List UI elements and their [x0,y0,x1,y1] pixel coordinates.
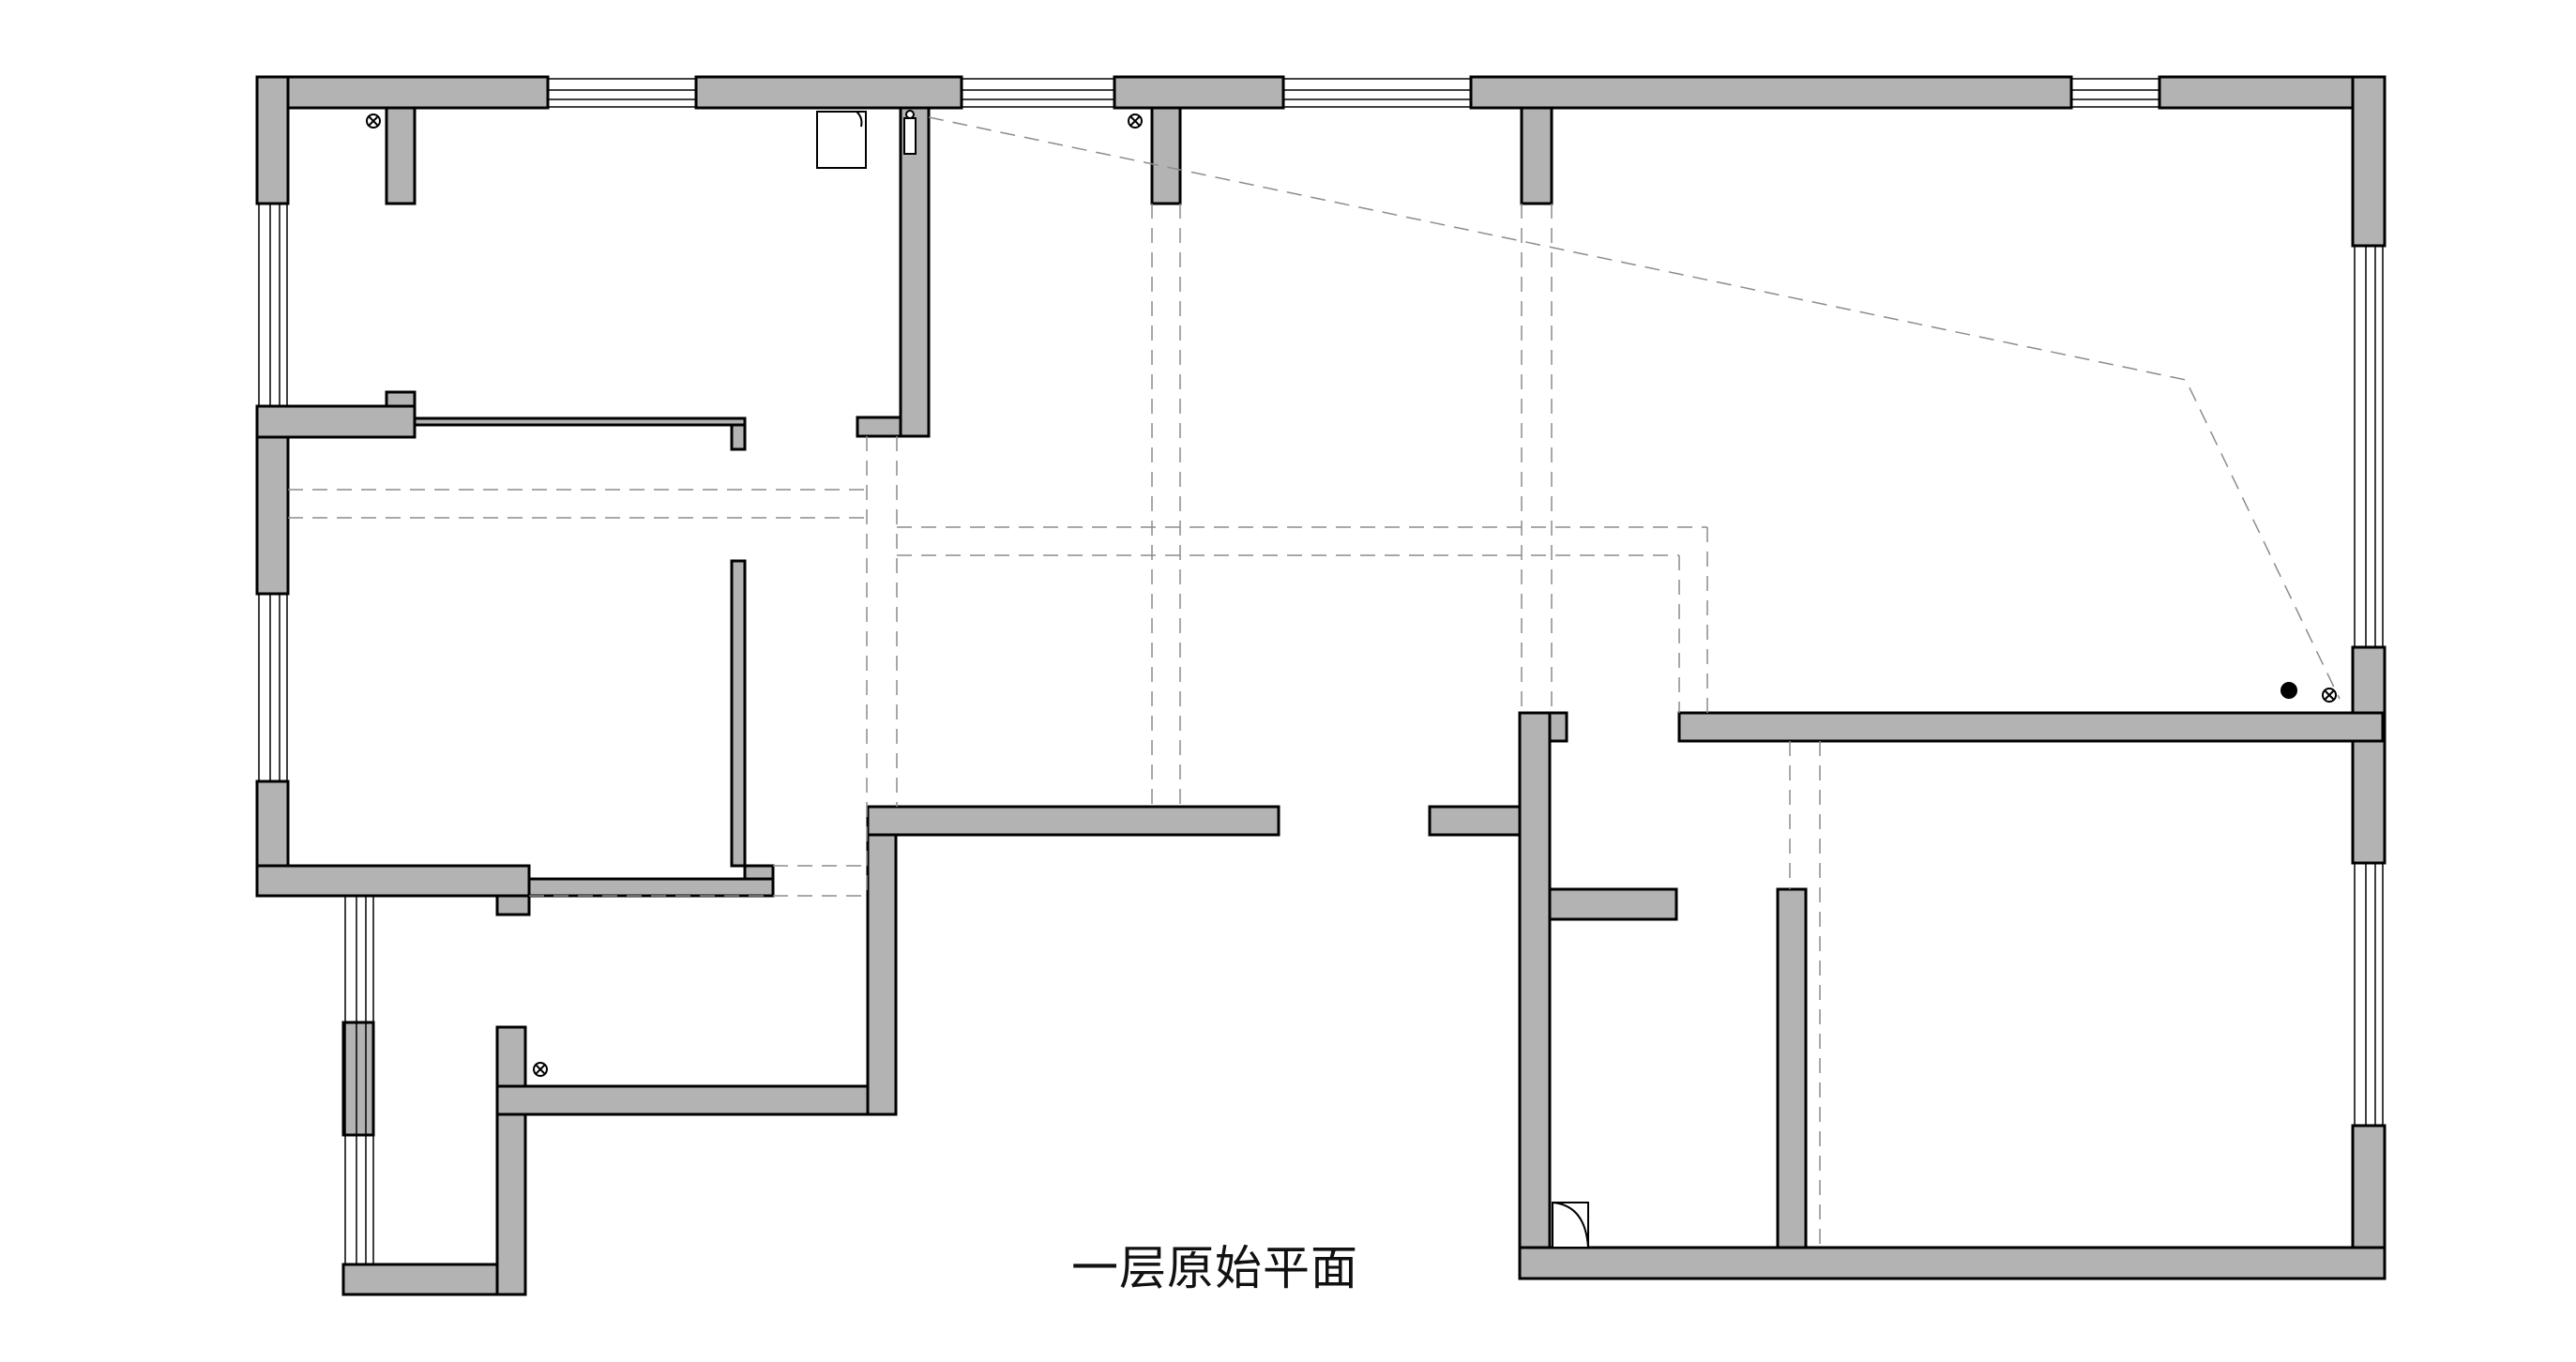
wall-thin-3 [730,559,747,868]
door-swing-symbol [817,111,863,128]
wall-right-stub [1428,805,1522,837]
cabinet-box [816,111,867,169]
wall-top-3 [1113,75,1285,110]
outlet-symbol [905,110,915,119]
smoke-detector-symbol [366,114,381,129]
wall-corridor-top [866,805,1280,837]
wall-top-4 [1469,75,2073,110]
wall-mid-top-nub [385,390,417,408]
windows [258,78,2384,1264]
wall-stub-c [856,416,902,438]
wall-block-inner [1548,887,1678,921]
wall-stub-e [1520,106,1553,205]
wall-thin-6 [1776,887,1808,1249]
wall-mid-bottom-nub [495,894,531,916]
wall-right-2 [2351,645,2387,865]
walls [255,75,2387,1296]
door-swing-symbol [1552,1202,1589,1248]
smoke-detector-symbol [1128,114,1143,129]
wall-thin-5 [527,877,775,898]
wall-stub-b [899,106,931,438]
wall-kitchen [1677,711,2385,743]
wall-corridor-left [866,805,898,1116]
wall-mid-bottom [255,864,531,898]
wall-thin-2 [730,423,747,451]
wall-balcony-right [495,1025,527,1296]
door-swing-symbol [1552,1202,1589,1248]
wall-stub-a [385,106,417,205]
smoke-detector-symbol [533,1062,548,1077]
wall-block-left [1518,711,1552,1280]
wall-left-1 [255,75,290,205]
symbols [366,110,2337,1077]
plan-caption: 一层原始平面 [1071,1241,1358,1295]
wall-thin-1 [413,416,747,427]
wall-balcony-step [495,1084,898,1116]
smoke-detector-symbol [2322,688,2337,703]
wall-thin-4 [743,864,775,881]
dashed-beam-lines [288,116,2341,1248]
wall-bottom-right [1518,1246,2387,1280]
wall-balcony-glass-post [341,1021,375,1137]
fixtures [816,111,1589,1248]
wall-block-nub [1548,711,1568,743]
wall-top-2 [694,75,963,110]
wall-stub-d [1150,106,1182,205]
drain-symbol [2281,682,2297,699]
wall-top-1 [255,75,550,110]
wall-right-1 [2351,75,2387,248]
wall-mid-top [255,404,417,439]
gas-meter-symbol [903,117,917,155]
wall-top-5 [2158,75,2387,110]
